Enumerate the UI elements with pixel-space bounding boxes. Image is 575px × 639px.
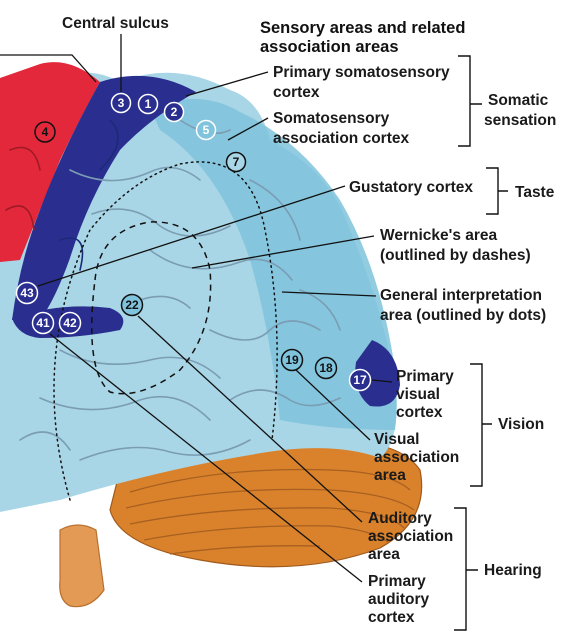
area-7-marker: 7 — [225, 151, 247, 173]
visual-association-label-2: association — [374, 449, 459, 466]
central-sulcus-label: Central sulcus — [62, 15, 169, 32]
somatosensory-association-label-1: Somatosensory — [273, 110, 390, 127]
general-interpretation-label-2: area (outlined by dots) — [380, 307, 546, 324]
primary-somatosensory-label-1: Primary somatosensory — [273, 64, 450, 81]
wernicke-label-2: (outlined by dashes) — [380, 247, 531, 264]
area-42-number: 42 — [63, 316, 77, 330]
area-17-number: 17 — [353, 373, 367, 387]
area-2-marker: 2 — [163, 101, 185, 123]
area-22-marker: 22 — [120, 293, 144, 317]
auditory-association-label-1: Auditory — [368, 510, 432, 527]
area-22-number: 22 — [125, 298, 139, 312]
primary-auditory-label-2: auditory — [368, 591, 430, 608]
primary-visual-label-1: Primary — [396, 368, 454, 385]
bracket-somatic — [458, 55, 482, 147]
motor-cortex — [0, 62, 100, 262]
auditory-association-label-3: area — [368, 546, 400, 563]
hearing-group: Hearing — [484, 562, 542, 579]
occipital-pole — [355, 340, 400, 407]
area-1-marker: 1 — [137, 93, 159, 115]
taste-group: Taste — [515, 184, 555, 201]
gyri — [5, 119, 341, 461]
primary-auditory-label-3: cortex — [368, 609, 415, 626]
general-interpretation-outline — [53, 161, 278, 501]
area-4-number: 4 — [42, 125, 49, 139]
primary-auditory-label-1: Primary — [368, 573, 426, 590]
primary-somatosensory-strip — [12, 75, 196, 321]
somatic-group-2: sensation — [484, 112, 556, 129]
area-3-number: 3 — [118, 96, 125, 110]
header-line-1: Sensory areas and related — [260, 19, 465, 37]
area-3-marker: 3 — [110, 92, 132, 114]
leader-lines — [0, 34, 393, 583]
wernicke-label-1: Wernicke's area — [380, 227, 498, 244]
area-19-marker: 19 — [280, 348, 304, 372]
brainstem — [59, 524, 105, 608]
area-5-number: 5 — [203, 123, 210, 137]
area-18-number: 18 — [319, 361, 333, 375]
primary-somatosensory-label-2: cortex — [273, 84, 320, 101]
area-1-number: 1 — [145, 97, 152, 111]
visual-association-label-3: area — [374, 467, 406, 484]
area-43-marker: 43 — [15, 281, 39, 305]
area-4-marker: 4 — [34, 121, 56, 143]
area-41-number: 41 — [36, 316, 50, 330]
area-7-number: 7 — [233, 155, 240, 169]
area-42-marker: 42 — [58, 311, 82, 335]
auditory-association-label-2: association — [368, 528, 453, 545]
area-5-marker: 5 — [195, 119, 217, 141]
visual-association-label-1: Visual — [374, 431, 419, 448]
somatosensory-association-label-2: association cortex — [273, 130, 409, 147]
bracket-hearing — [454, 507, 478, 631]
primary-visual-label-2: visual — [396, 386, 440, 403]
area-17-marker: 17 — [348, 368, 372, 392]
gustatory-label: Gustatory cortex — [349, 179, 473, 196]
header-line-2: association areas — [260, 38, 399, 56]
area-19-number: 19 — [285, 353, 299, 367]
bracket-taste — [486, 167, 508, 215]
general-interpretation-label-1: General interpretation — [380, 287, 542, 304]
wernicke-outline — [91, 221, 212, 395]
cerebellum-folia — [125, 468, 415, 555]
primary-visual-label-3: cortex — [396, 404, 443, 421]
area-43-number: 43 — [20, 286, 34, 300]
area-2-number: 2 — [171, 105, 178, 119]
somatic-group-1: Somatic — [488, 92, 549, 109]
vision-group: Vision — [498, 416, 544, 433]
area-18-marker: 18 — [314, 356, 338, 380]
bracket-vision — [470, 363, 492, 487]
area-41-marker: 41 — [31, 311, 55, 335]
